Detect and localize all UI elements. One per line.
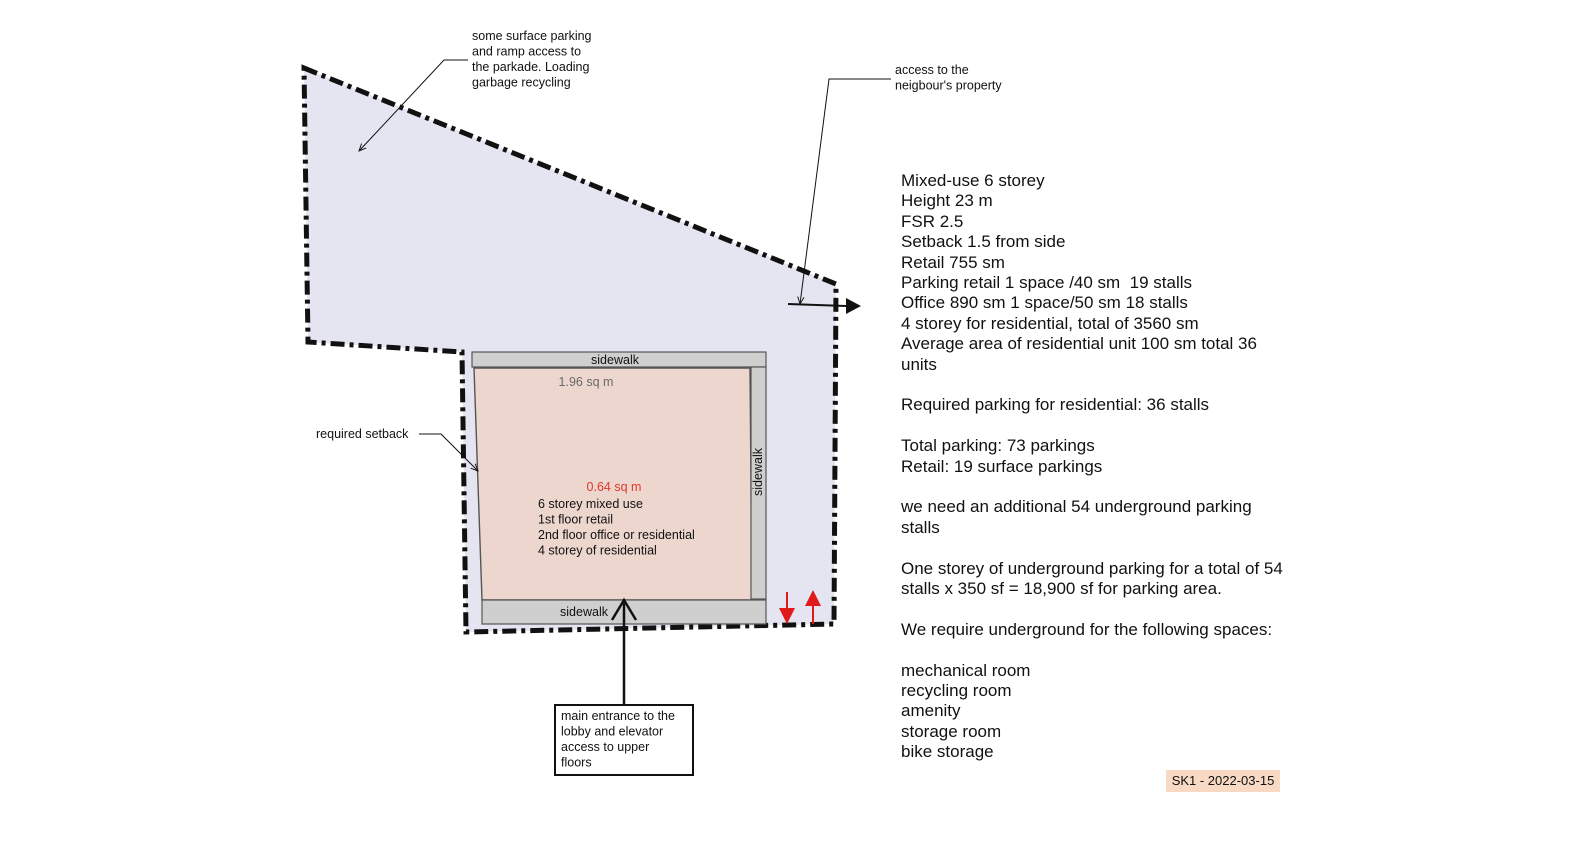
note-line <box>901 375 1291 395</box>
note-line: 4 storey for residential, total of 3560 … <box>901 313 1199 333</box>
building-description: 6 storey mixed use 1st floor retail 2nd … <box>538 497 698 558</box>
note-line: we need an additional 54 underground par… <box>901 497 1257 537</box>
sidewalk-top-label: sidewalk <box>591 353 640 367</box>
setback-note: required setback <box>316 427 409 441</box>
note-line <box>901 477 1291 497</box>
note-line: FSR 2.5 <box>901 211 964 231</box>
note-line: Average area of residential unit 100 sm … <box>901 334 1262 374</box>
sketch-stamp: SK1 - 2022-03-15 <box>1166 770 1280 792</box>
note-line <box>901 599 1291 619</box>
note-line: Setback 1.5 from side <box>901 232 1066 252</box>
note-line: We require underground for the following… <box>901 619 1273 639</box>
note-line: Height 23 m <box>901 191 993 211</box>
note-line: Office 890 sm 1 space/50 sm 18 stalls <box>901 293 1188 313</box>
note-line: Retail: 19 surface parkings <box>901 456 1103 476</box>
building-desc-line: 2nd floor office or residential <box>538 528 695 542</box>
area-label-small: 0.64 sq m <box>587 480 642 494</box>
note-line: Retail 755 sm <box>901 252 1005 272</box>
sidewalk-bottom-label: sidewalk <box>560 605 609 619</box>
note-line: Mixed-use 6 storey <box>901 171 1045 190</box>
note-line: Total parking: 73 parkings <box>901 436 1095 456</box>
note-line <box>901 640 1291 660</box>
program-notes: Mixed-use 6 storey Height 23 m FSR 2.5 S… <box>901 171 1291 763</box>
entrance-note: main entrance to the lobby and elevator … <box>561 709 678 770</box>
note-line <box>901 538 1291 558</box>
entrance-note-box <box>554 704 694 776</box>
down-arrow-icon <box>779 592 795 624</box>
sidewalk-right-label: sidewalk <box>751 447 765 496</box>
setback-leader <box>419 433 478 471</box>
neighbour-access-arrow-shaft <box>787 303 847 307</box>
neighbour-access-leader <box>800 78 891 304</box>
building-desc-line: 1st floor retail <box>538 513 613 527</box>
note-line: storage room <box>901 721 1002 741</box>
building-desc-line: 4 storey of residential <box>538 544 657 558</box>
sidewalk-right <box>750 366 767 600</box>
note-line: Required parking for residential: 36 sta… <box>901 395 1210 415</box>
note-line <box>901 416 1291 436</box>
note-line: recycling room <box>901 681 1012 701</box>
neighbour-access-note: access to the neigbour's property <box>895 63 1002 93</box>
up-arrow-icon <box>805 590 821 624</box>
area-label-total: 1.96 sq m <box>559 375 614 389</box>
note-line: mechanical room <box>901 660 1031 680</box>
right-arrow-icon <box>846 298 861 314</box>
note-line: bike storage <box>901 742 994 762</box>
sidewalk-top <box>471 351 767 368</box>
note-line: One storey of underground parking for a … <box>901 558 1288 599</box>
note-line: Parking retail 1 space /40 sm 19 stalls <box>901 273 1193 293</box>
entrance-arrow-head-icon <box>610 597 638 621</box>
surface-parking-leader <box>359 59 468 151</box>
building-desc-line: 6 storey mixed use <box>538 497 643 511</box>
note-line: amenity <box>901 701 961 721</box>
surface-parking-note: some surface parking and ramp access to … <box>472 29 595 90</box>
